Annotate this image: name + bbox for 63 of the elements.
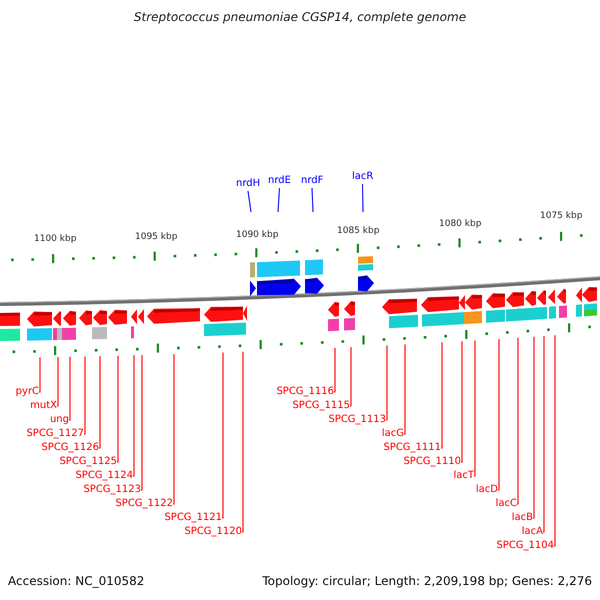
- leader-line: [56, 356, 58, 406]
- gene-label: SPCG_1121: [164, 512, 222, 524]
- leader-line: [68, 356, 70, 420]
- leader-line: [116, 355, 118, 462]
- leader-line: [132, 354, 134, 476]
- scale-label: 1075 kbp: [540, 211, 582, 221]
- gene-label: SPCG_1116: [276, 386, 334, 398]
- leader-line: [498, 338, 500, 490]
- title: Streptococcus pneumoniae CGSP14, complete genome: [132, 10, 468, 24]
- leader-line: [532, 336, 534, 518]
- gene-label: lacG: [382, 428, 404, 440]
- scale-label: 1100 kbp: [34, 234, 76, 244]
- gene-label: lacA: [522, 526, 543, 538]
- leader-line: [460, 340, 462, 462]
- gene-label: nrdF: [301, 175, 324, 187]
- leader-line: [334, 347, 336, 392]
- leader-line: [554, 334, 556, 546]
- gene-label: SPCG_1110: [403, 456, 461, 468]
- leader-line: [516, 337, 518, 504]
- leader-line: [38, 356, 40, 392]
- gene-label: SPCG_1126: [41, 442, 99, 454]
- leader-line: [312, 188, 314, 212]
- gene-label: pyrC: [16, 386, 39, 398]
- gene-label: SPCG_1125: [59, 456, 117, 468]
- leader-line: [386, 344, 388, 420]
- leader-line: [362, 184, 364, 212]
- gene-label: SPCG_1120: [184, 526, 242, 538]
- gene-label: lacD: [476, 484, 498, 496]
- gene-label: SPCG_1113: [328, 414, 386, 426]
- gene-label: nrdH: [236, 178, 260, 190]
- gene-label: SPCG_1127: [26, 428, 84, 440]
- gene-label: mutX: [30, 400, 57, 412]
- gene-label: lacT: [453, 470, 474, 482]
- leader-line: [84, 356, 86, 434]
- leader-line: [222, 352, 224, 518]
- scale-label: 1085 kbp: [337, 226, 380, 236]
- leader-line: [440, 342, 442, 448]
- scale-label: 1080 kbp: [439, 219, 482, 229]
- scale-label: 1090 kbp: [236, 230, 278, 240]
- footer-text: Topology: circular; Length: 2,209,198 bp; Genes: 2,276: [262, 574, 592, 588]
- leader-line: [278, 188, 280, 212]
- leader-line: [248, 190, 252, 212]
- gene-label: nrdE: [268, 175, 291, 187]
- scale-label: 1095 kbp: [135, 232, 178, 242]
- gene-label: SPCG_1104: [496, 540, 554, 552]
- gene-label: SPCG_1122: [115, 498, 173, 510]
- leader-line: [404, 344, 406, 434]
- gene-label: lacB: [512, 512, 533, 524]
- gene-label: lacR: [352, 171, 374, 183]
- footer-text: Accession: NC_010582: [8, 574, 144, 588]
- gene-label: lacC: [496, 498, 517, 510]
- leader-line: [542, 336, 544, 532]
- gene-label: ung: [50, 414, 69, 426]
- gene-label: SPCG_1111: [383, 442, 441, 454]
- gene-label: SPCG_1115: [292, 400, 350, 412]
- leader-line: [98, 356, 100, 448]
- leader-line: [350, 346, 352, 406]
- leader-line: [172, 354, 174, 504]
- gene-label: SPCG_1123: [83, 484, 141, 496]
- leader-line: [140, 354, 142, 490]
- gene-label: SPCG_1124: [75, 470, 133, 482]
- leader-line: [474, 340, 476, 476]
- leader-line: [242, 351, 244, 532]
